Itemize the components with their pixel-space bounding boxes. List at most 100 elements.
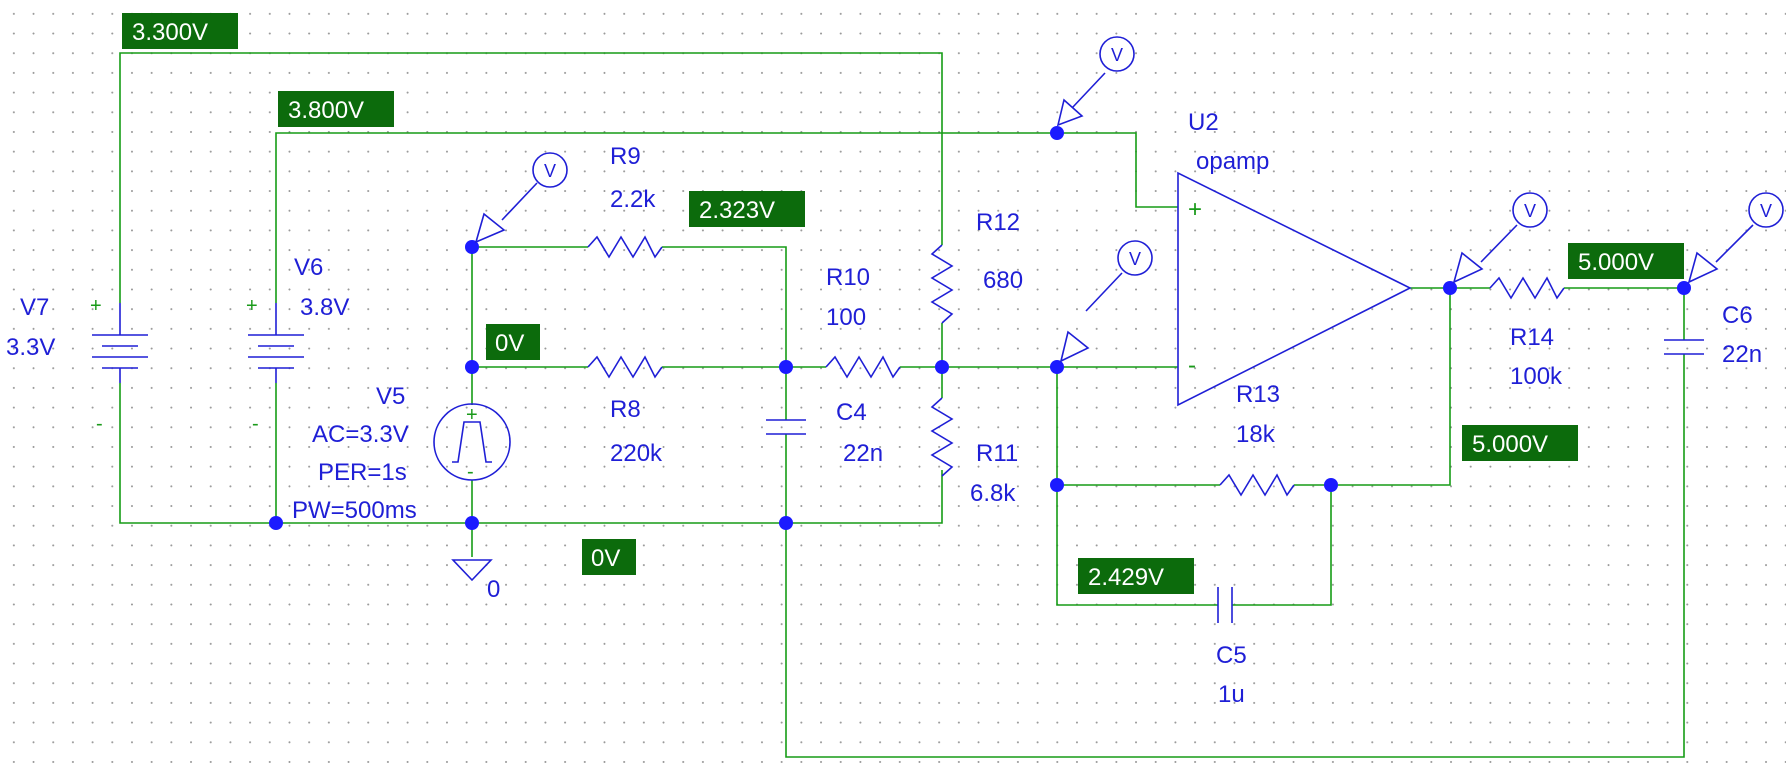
resistor-r10-symbol[interactable] bbox=[825, 355, 901, 379]
wire-inv-node[interactable] bbox=[1056, 367, 1218, 606]
nodes bbox=[269, 126, 1691, 530]
v5-minus: - bbox=[467, 461, 474, 483]
pulse-source-v5-symbol[interactable] bbox=[433, 403, 511, 481]
c6-ref: C6 bbox=[1722, 302, 1753, 329]
resistor-r9-symbol[interactable] bbox=[587, 235, 663, 259]
node-dot[interactable] bbox=[1677, 281, 1691, 295]
v5-ref: V5 bbox=[376, 383, 405, 410]
node-dot[interactable] bbox=[465, 240, 479, 254]
v5-ac: AC=3.3V bbox=[312, 421, 409, 448]
c5-ref: C5 bbox=[1216, 642, 1247, 669]
wire-r13-right[interactable] bbox=[1294, 288, 1451, 486]
r9-ref: R9 bbox=[610, 143, 641, 170]
resistor-r8-symbol[interactable] bbox=[587, 355, 663, 379]
voltage-tags: 3.300V 3.800V 2.323V 0V 0V 5.000V 5.000V bbox=[122, 13, 1684, 594]
wire-3v3-rail[interactable] bbox=[119, 52, 943, 303]
node-dot[interactable] bbox=[1050, 360, 1064, 374]
voltage-probe-icon[interactable]: V bbox=[1452, 192, 1548, 284]
probe-letter: V bbox=[1111, 45, 1123, 65]
resistor-r11-symbol[interactable] bbox=[930, 397, 954, 477]
resistor-r14-symbol[interactable] bbox=[1489, 276, 1565, 300]
wire-r9-right[interactable] bbox=[662, 246, 787, 367]
v6-plus: + bbox=[246, 295, 258, 317]
voltage-probe-icon[interactable]: V bbox=[1056, 36, 1135, 127]
svg-text:2.429V: 2.429V bbox=[1088, 564, 1164, 591]
voltage-probe-icon[interactable]: V bbox=[1059, 240, 1153, 363]
svg-text:0V: 0V bbox=[495, 330, 524, 357]
voltage-tag[interactable]: 0V bbox=[486, 324, 540, 360]
voltage-tag[interactable]: 0V bbox=[582, 539, 636, 575]
c4-value: 22n bbox=[843, 440, 883, 467]
ground-icon bbox=[451, 559, 493, 582]
capacitor-c6-symbol[interactable] bbox=[1664, 339, 1704, 355]
v6-minus: - bbox=[252, 413, 259, 435]
wire-3v8-rail[interactable] bbox=[275, 132, 1178, 303]
probe-letter: V bbox=[1129, 249, 1141, 269]
battery-v7-symbol[interactable] bbox=[92, 303, 148, 383]
v7-ref: V7 bbox=[20, 294, 49, 321]
voltage-tag[interactable]: 3.300V bbox=[122, 13, 238, 49]
u2-plus: + bbox=[1188, 196, 1202, 223]
r10-value: 100 bbox=[826, 304, 866, 331]
node-dot[interactable] bbox=[779, 516, 793, 530]
r8-value: 220k bbox=[610, 440, 663, 467]
r11-ref: R11 bbox=[976, 440, 1018, 467]
voltage-tag[interactable]: 5.000V bbox=[1462, 425, 1578, 461]
u2-ref: U2 bbox=[1188, 109, 1219, 136]
r8-ref: R8 bbox=[610, 396, 641, 423]
c5-value: 1u bbox=[1218, 681, 1245, 708]
voltage-probe-icon[interactable]: V bbox=[1687, 192, 1784, 284]
c4-ref: C4 bbox=[836, 399, 867, 426]
r13-ref: R13 bbox=[1236, 381, 1280, 408]
svg-text:0V: 0V bbox=[591, 545, 620, 572]
svg-text:2.323V: 2.323V bbox=[699, 197, 775, 224]
u2-value: opamp bbox=[1196, 148, 1269, 175]
voltage-probe-icon[interactable]: V bbox=[474, 152, 568, 244]
r13-value: 18k bbox=[1236, 421, 1276, 448]
voltage-tag[interactable]: 5.000V bbox=[1568, 243, 1684, 279]
voltage-tag[interactable]: 2.323V bbox=[689, 191, 805, 227]
opamp-u2-symbol[interactable] bbox=[1177, 171, 1412, 407]
node-dot[interactable] bbox=[465, 516, 479, 530]
node-dot[interactable] bbox=[935, 360, 949, 374]
node-dot[interactable] bbox=[1443, 281, 1457, 295]
svg-text:5.000V: 5.000V bbox=[1578, 249, 1654, 276]
wire-c4-bottom[interactable] bbox=[785, 354, 1685, 758]
node-dot[interactable] bbox=[269, 516, 283, 530]
node-dot[interactable] bbox=[465, 360, 479, 374]
node-dot[interactable] bbox=[1324, 478, 1338, 492]
c6-value: 22n bbox=[1722, 341, 1762, 368]
resistor-r13-symbol[interactable] bbox=[1219, 473, 1295, 497]
wire-ground-rail[interactable] bbox=[119, 383, 943, 524]
svg-text:5.000V: 5.000V bbox=[1472, 431, 1548, 458]
v7-minus: - bbox=[96, 413, 103, 435]
capacitor-c4-symbol[interactable] bbox=[766, 419, 806, 435]
v5-pw: PW=500ms bbox=[292, 497, 417, 524]
probe-letter: V bbox=[1524, 201, 1536, 221]
v7-plus: + bbox=[90, 295, 102, 317]
v6-value: 3.8V bbox=[300, 294, 349, 321]
r12-ref: R12 bbox=[976, 209, 1020, 236]
node-dot[interactable] bbox=[779, 360, 793, 374]
r10-ref: R10 bbox=[826, 264, 870, 291]
node-dot[interactable] bbox=[1050, 126, 1064, 140]
capacitor-c5-symbol[interactable] bbox=[1217, 587, 1233, 623]
voltage-tag[interactable]: 2.429V bbox=[1078, 558, 1194, 594]
component-labels: V7 3.3V + - V6 3.8V + - V5 AC=3.3V PER=1… bbox=[6, 109, 1762, 708]
r12-value: 680 bbox=[983, 267, 1023, 294]
voltage-probes: V V V V V bbox=[474, 36, 1784, 363]
resistor-r12-symbol[interactable] bbox=[930, 244, 954, 324]
node-dot[interactable] bbox=[1050, 478, 1064, 492]
probe-letter: V bbox=[1760, 201, 1772, 221]
wires bbox=[119, 52, 1685, 758]
v6-ref: V6 bbox=[294, 254, 323, 281]
voltage-tag[interactable]: 3.800V bbox=[278, 91, 394, 127]
svg-text:3.300V: 3.300V bbox=[132, 19, 208, 46]
probe-letter: V bbox=[544, 161, 556, 181]
battery-v6-symbol[interactable] bbox=[248, 303, 304, 383]
v5-plus: + bbox=[466, 404, 478, 426]
u2-minus: - bbox=[1188, 352, 1196, 379]
wire-c5-right[interactable] bbox=[1232, 485, 1332, 606]
svg-text:3.800V: 3.800V bbox=[288, 97, 364, 124]
